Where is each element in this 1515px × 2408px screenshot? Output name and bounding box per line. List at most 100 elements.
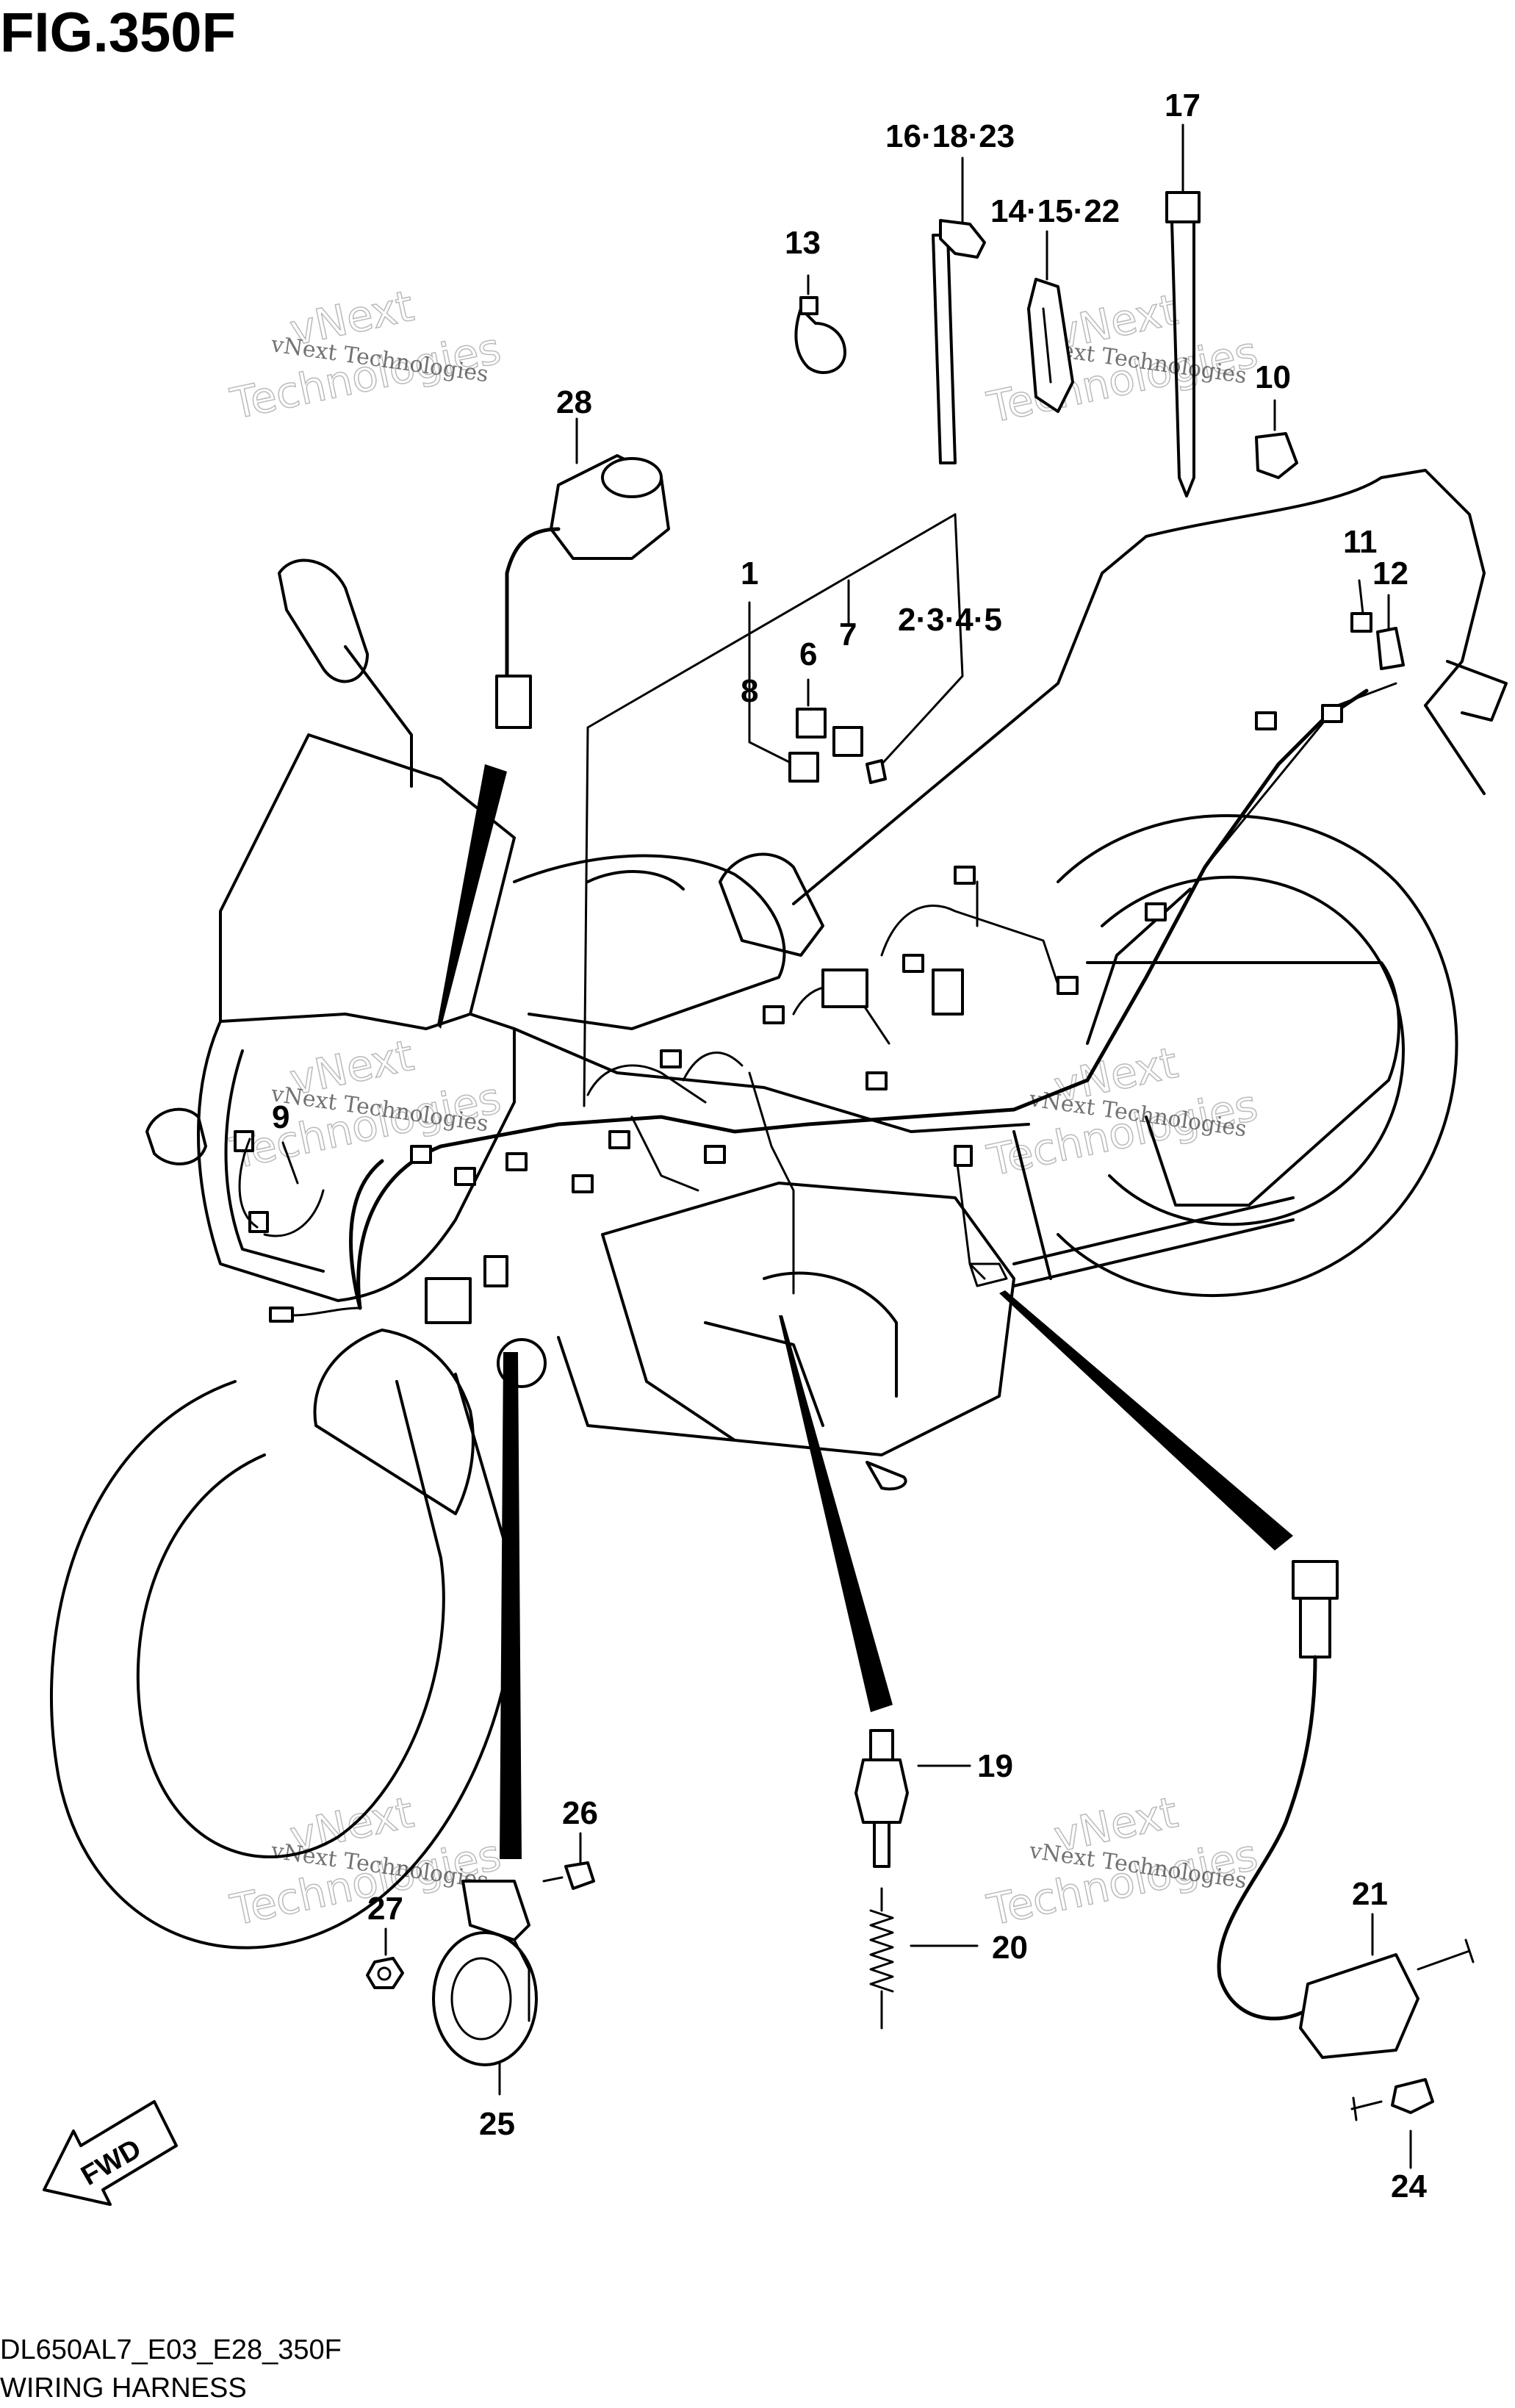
side-stand-switch-mount bbox=[968, 1262, 1008, 1287]
fuse-box bbox=[932, 968, 964, 1016]
callout-16-18-23: 16·18·23 bbox=[885, 118, 1015, 154]
connector bbox=[1255, 711, 1277, 730]
mirror-stem bbox=[344, 645, 413, 788]
fuel-tank bbox=[513, 854, 786, 1030]
harness-mid-branches bbox=[586, 1052, 744, 1192]
part-13-clamp bbox=[794, 296, 846, 375]
right-mirror bbox=[145, 1107, 207, 1165]
muffler bbox=[1086, 961, 1400, 1207]
watermark-top-right: Technologies vNext vNext Technologies bbox=[982, 284, 1262, 433]
callout-25: 25 bbox=[479, 2106, 515, 2142]
headlight-wiring bbox=[238, 1137, 361, 1317]
rear-wheel-outer bbox=[1057, 814, 1458, 1298]
leader-9 bbox=[281, 1141, 299, 1185]
motorcycle-outline bbox=[50, 469, 1508, 1949]
part-28-accessory-socket bbox=[495, 454, 670, 729]
handlebar-grip bbox=[719, 852, 824, 957]
figure-code: DL650AL7_E03_E28_350F bbox=[0, 2335, 342, 2365]
part-2-5-fuse bbox=[866, 759, 887, 784]
watermark-mid-left: Technologies vNext vNext Technologies bbox=[226, 1029, 505, 1179]
watermark-bottom-left: Technologies vNext vNext Technologies bbox=[226, 1786, 505, 1936]
part-26-screw bbox=[542, 1861, 595, 1890]
part-6-relay bbox=[796, 708, 827, 738]
callout-7: 7 bbox=[839, 617, 857, 653]
callout-19: 19 bbox=[977, 1748, 1013, 1784]
callout-10: 10 bbox=[1255, 359, 1291, 395]
part-8-relay bbox=[788, 752, 819, 783]
pointer-wedges bbox=[437, 764, 1293, 1859]
figure-title: FIG.350F bbox=[0, 1, 236, 64]
connector bbox=[454, 1167, 476, 1186]
callout-28: 28 bbox=[556, 384, 592, 420]
main-harness bbox=[234, 682, 1397, 1388]
callout-9: 9 bbox=[272, 1099, 289, 1135]
part-relays-and-fuses bbox=[788, 708, 887, 784]
part-27-nut bbox=[366, 1957, 404, 1989]
relay-box bbox=[425, 1277, 472, 1324]
swing-arm bbox=[1012, 1196, 1295, 1287]
engine-detail bbox=[704, 1271, 898, 1427]
connector bbox=[660, 1049, 682, 1068]
front-fender bbox=[313, 1329, 475, 1515]
part-7-relay bbox=[832, 726, 863, 757]
pointer-wedge-19 bbox=[779, 1315, 893, 1712]
part-20-spring bbox=[869, 1887, 894, 2030]
part-11-12-connectors bbox=[1350, 612, 1405, 670]
callout-8: 8 bbox=[741, 673, 758, 709]
connector bbox=[704, 1145, 726, 1164]
callout-14-15-22: 14·15·22 bbox=[990, 193, 1120, 229]
tail-light bbox=[1424, 660, 1508, 795]
connector bbox=[763, 1005, 785, 1024]
rear-wheel-inner bbox=[1101, 875, 1405, 1226]
callout-13: 13 bbox=[785, 225, 821, 261]
connector bbox=[572, 1174, 594, 1193]
callout-12: 12 bbox=[1372, 556, 1408, 592]
part-25-horn bbox=[432, 1880, 538, 2066]
harness-upper-branches bbox=[880, 880, 1059, 986]
front-fairing bbox=[197, 1013, 516, 1302]
connector bbox=[234, 1130, 254, 1152]
front-wheel-outer bbox=[50, 1380, 518, 1949]
callout-21: 21 bbox=[1352, 1876, 1388, 1912]
callout-leaders bbox=[281, 123, 1412, 2169]
connector bbox=[1321, 704, 1343, 723]
fairing-inner-line bbox=[224, 1049, 325, 1273]
figure-name: WIRING HARNESS bbox=[0, 2373, 247, 2404]
connector bbox=[1145, 902, 1167, 921]
footpeg bbox=[866, 1461, 907, 1491]
fuel-cap bbox=[586, 870, 685, 891]
part-10-grommet bbox=[1255, 432, 1298, 479]
part-17-long-cable-tie bbox=[1165, 191, 1201, 497]
front-wheel-inner bbox=[136, 1453, 445, 1858]
part-21-sensor-assembly bbox=[1217, 1560, 1475, 2059]
pointer-wedge-21 bbox=[999, 1290, 1293, 1550]
watermark-bottom-right: Technologies vNext vNext Technologies bbox=[982, 1786, 1262, 1936]
watermark-top-left: Technologies vNext vNext Technologies bbox=[226, 280, 505, 429]
connector bbox=[902, 954, 924, 973]
callout-20: 20 bbox=[992, 1930, 1028, 1966]
leader-1-8 bbox=[748, 601, 795, 766]
leader-2345 bbox=[880, 513, 964, 766]
seat-outline bbox=[792, 469, 1486, 905]
connector bbox=[954, 866, 976, 885]
connector bbox=[866, 1071, 888, 1090]
callout-1: 1 bbox=[741, 556, 758, 592]
callout-2-3-4-5: 2·3·4·5 bbox=[898, 602, 1002, 638]
connector bbox=[505, 1152, 528, 1171]
front-fork bbox=[395, 1373, 508, 1559]
pointer-wedge-25 bbox=[500, 1352, 522, 1859]
connector bbox=[1057, 976, 1079, 995]
part-19-brake-light-switch bbox=[854, 1729, 909, 1868]
callout-27: 27 bbox=[367, 1891, 403, 1927]
watermark-mid-right: Technologies vNext vNext Technologies bbox=[982, 1037, 1262, 1186]
engine-block bbox=[601, 1182, 1015, 1456]
frame-lines bbox=[513, 1027, 1030, 1442]
callout-11: 11 bbox=[1343, 524, 1378, 560]
harness-main-wire bbox=[356, 689, 1369, 1310]
connector bbox=[248, 1211, 269, 1233]
part-14-15-22-clamp-band bbox=[1027, 278, 1074, 413]
connector bbox=[269, 1307, 294, 1323]
callout-17: 17 bbox=[1165, 87, 1201, 123]
callout-6: 6 bbox=[799, 636, 817, 672]
